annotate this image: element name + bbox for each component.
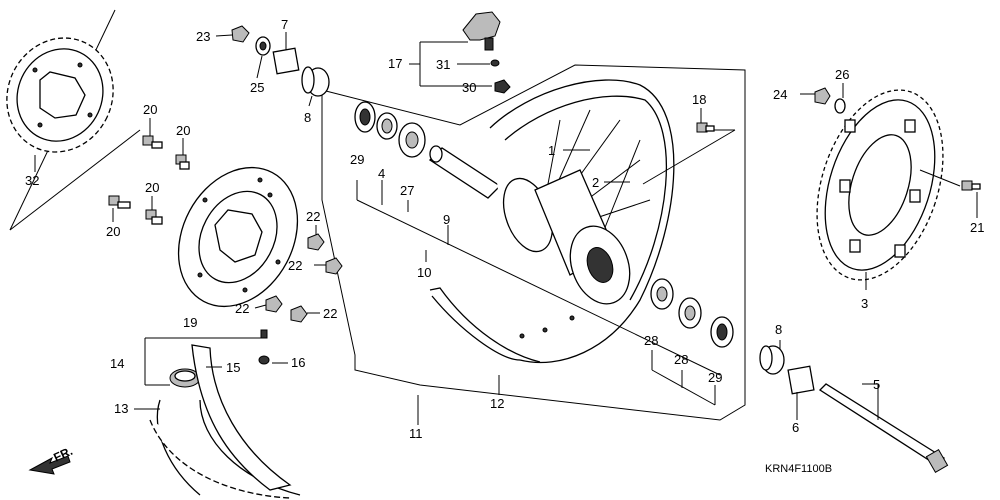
bolt-20-a	[142, 135, 163, 149]
label-29b: 29	[708, 370, 722, 385]
label-12: 12	[490, 396, 504, 411]
bearing-28-a	[650, 278, 674, 310]
label-24: 24	[773, 87, 787, 102]
axle-5	[818, 383, 949, 473]
leader-lines	[34, 32, 978, 425]
spacer-25	[255, 36, 271, 56]
bolt-20-c	[108, 195, 131, 209]
part-labels: 1 2 3 4 5 6 7 8 8 9 10 11 12 13 14 15 16…	[25, 17, 984, 441]
label-4: 4	[378, 166, 385, 181]
label-3: 3	[861, 296, 868, 311]
label-20c: 20	[145, 180, 159, 195]
label-11: 11	[409, 426, 423, 441]
nut-22-a	[307, 233, 325, 251]
diagram-code: KRN4F1100B	[765, 463, 832, 475]
label-28a: 28	[644, 333, 658, 348]
label-16: 16	[291, 355, 305, 370]
driven-sprocket-3	[816, 89, 944, 281]
front-direction-label: FR.	[51, 444, 74, 465]
label-13: 13	[114, 401, 128, 416]
bolt-18	[696, 122, 715, 133]
collar-8-bottom	[759, 345, 785, 375]
label-20a: 20	[143, 102, 157, 117]
rim-lock-17	[462, 11, 501, 51]
bearing-28-b	[678, 297, 702, 329]
label-21: 21	[970, 220, 984, 235]
valve-16	[258, 329, 270, 365]
nut-22-c	[265, 295, 283, 313]
label-28b: 28	[674, 352, 688, 367]
bolt-21	[961, 180, 981, 191]
label-25: 25	[250, 80, 264, 95]
label-18: 18	[692, 92, 706, 107]
label-22c: 22	[235, 301, 249, 316]
label-9: 9	[443, 212, 450, 227]
bolt-20-b	[175, 154, 190, 170]
label-30: 30	[462, 80, 476, 95]
label-26: 26	[835, 67, 849, 82]
bolt-20-d	[145, 209, 163, 225]
washer-31	[490, 59, 500, 67]
adjuster-7	[272, 47, 300, 75]
label-22a: 22	[306, 209, 320, 224]
label-20b: 20	[176, 123, 190, 138]
brake-disc-32	[6, 37, 114, 153]
label-14: 14	[110, 356, 124, 371]
label-22b: 22	[288, 258, 302, 273]
nut-23	[231, 25, 250, 43]
label-19: 19	[183, 315, 197, 330]
nut-22-d	[290, 305, 308, 323]
label-23: 23	[196, 29, 210, 44]
washer-26	[834, 98, 846, 114]
nut-24	[814, 87, 831, 105]
label-15: 15	[226, 360, 240, 375]
label-6: 6	[792, 420, 799, 435]
label-20d: 20	[106, 224, 120, 239]
front-direction-arrow-icon	[28, 455, 71, 475]
collar-8-top	[301, 66, 330, 97]
brake-disc-19	[177, 166, 299, 308]
label-1: 1	[548, 143, 555, 158]
rim-band-15	[191, 344, 292, 491]
label-32: 32	[25, 173, 39, 188]
label-31: 31	[436, 57, 450, 72]
label-5: 5	[873, 377, 880, 392]
nut-30	[494, 79, 511, 94]
hub	[502, 169, 631, 305]
label-7: 7	[281, 17, 288, 32]
tube-14	[169, 368, 201, 388]
label-10: 10	[417, 265, 431, 280]
label-22d: 22	[323, 306, 337, 321]
bearing-4	[376, 112, 398, 140]
label-8b: 8	[775, 322, 782, 337]
label-27: 27	[400, 183, 414, 198]
dust-seal-29-left	[354, 101, 376, 133]
label-17: 17	[388, 56, 402, 71]
label-29a: 29	[350, 152, 364, 167]
distance-collar-9	[428, 145, 502, 199]
label-2: 2	[592, 175, 599, 190]
bearing-27	[398, 122, 426, 158]
dust-seal-29-right	[710, 316, 734, 348]
adjuster-6	[787, 365, 815, 395]
label-8a: 8	[304, 110, 311, 125]
nut-22-b	[325, 257, 343, 275]
